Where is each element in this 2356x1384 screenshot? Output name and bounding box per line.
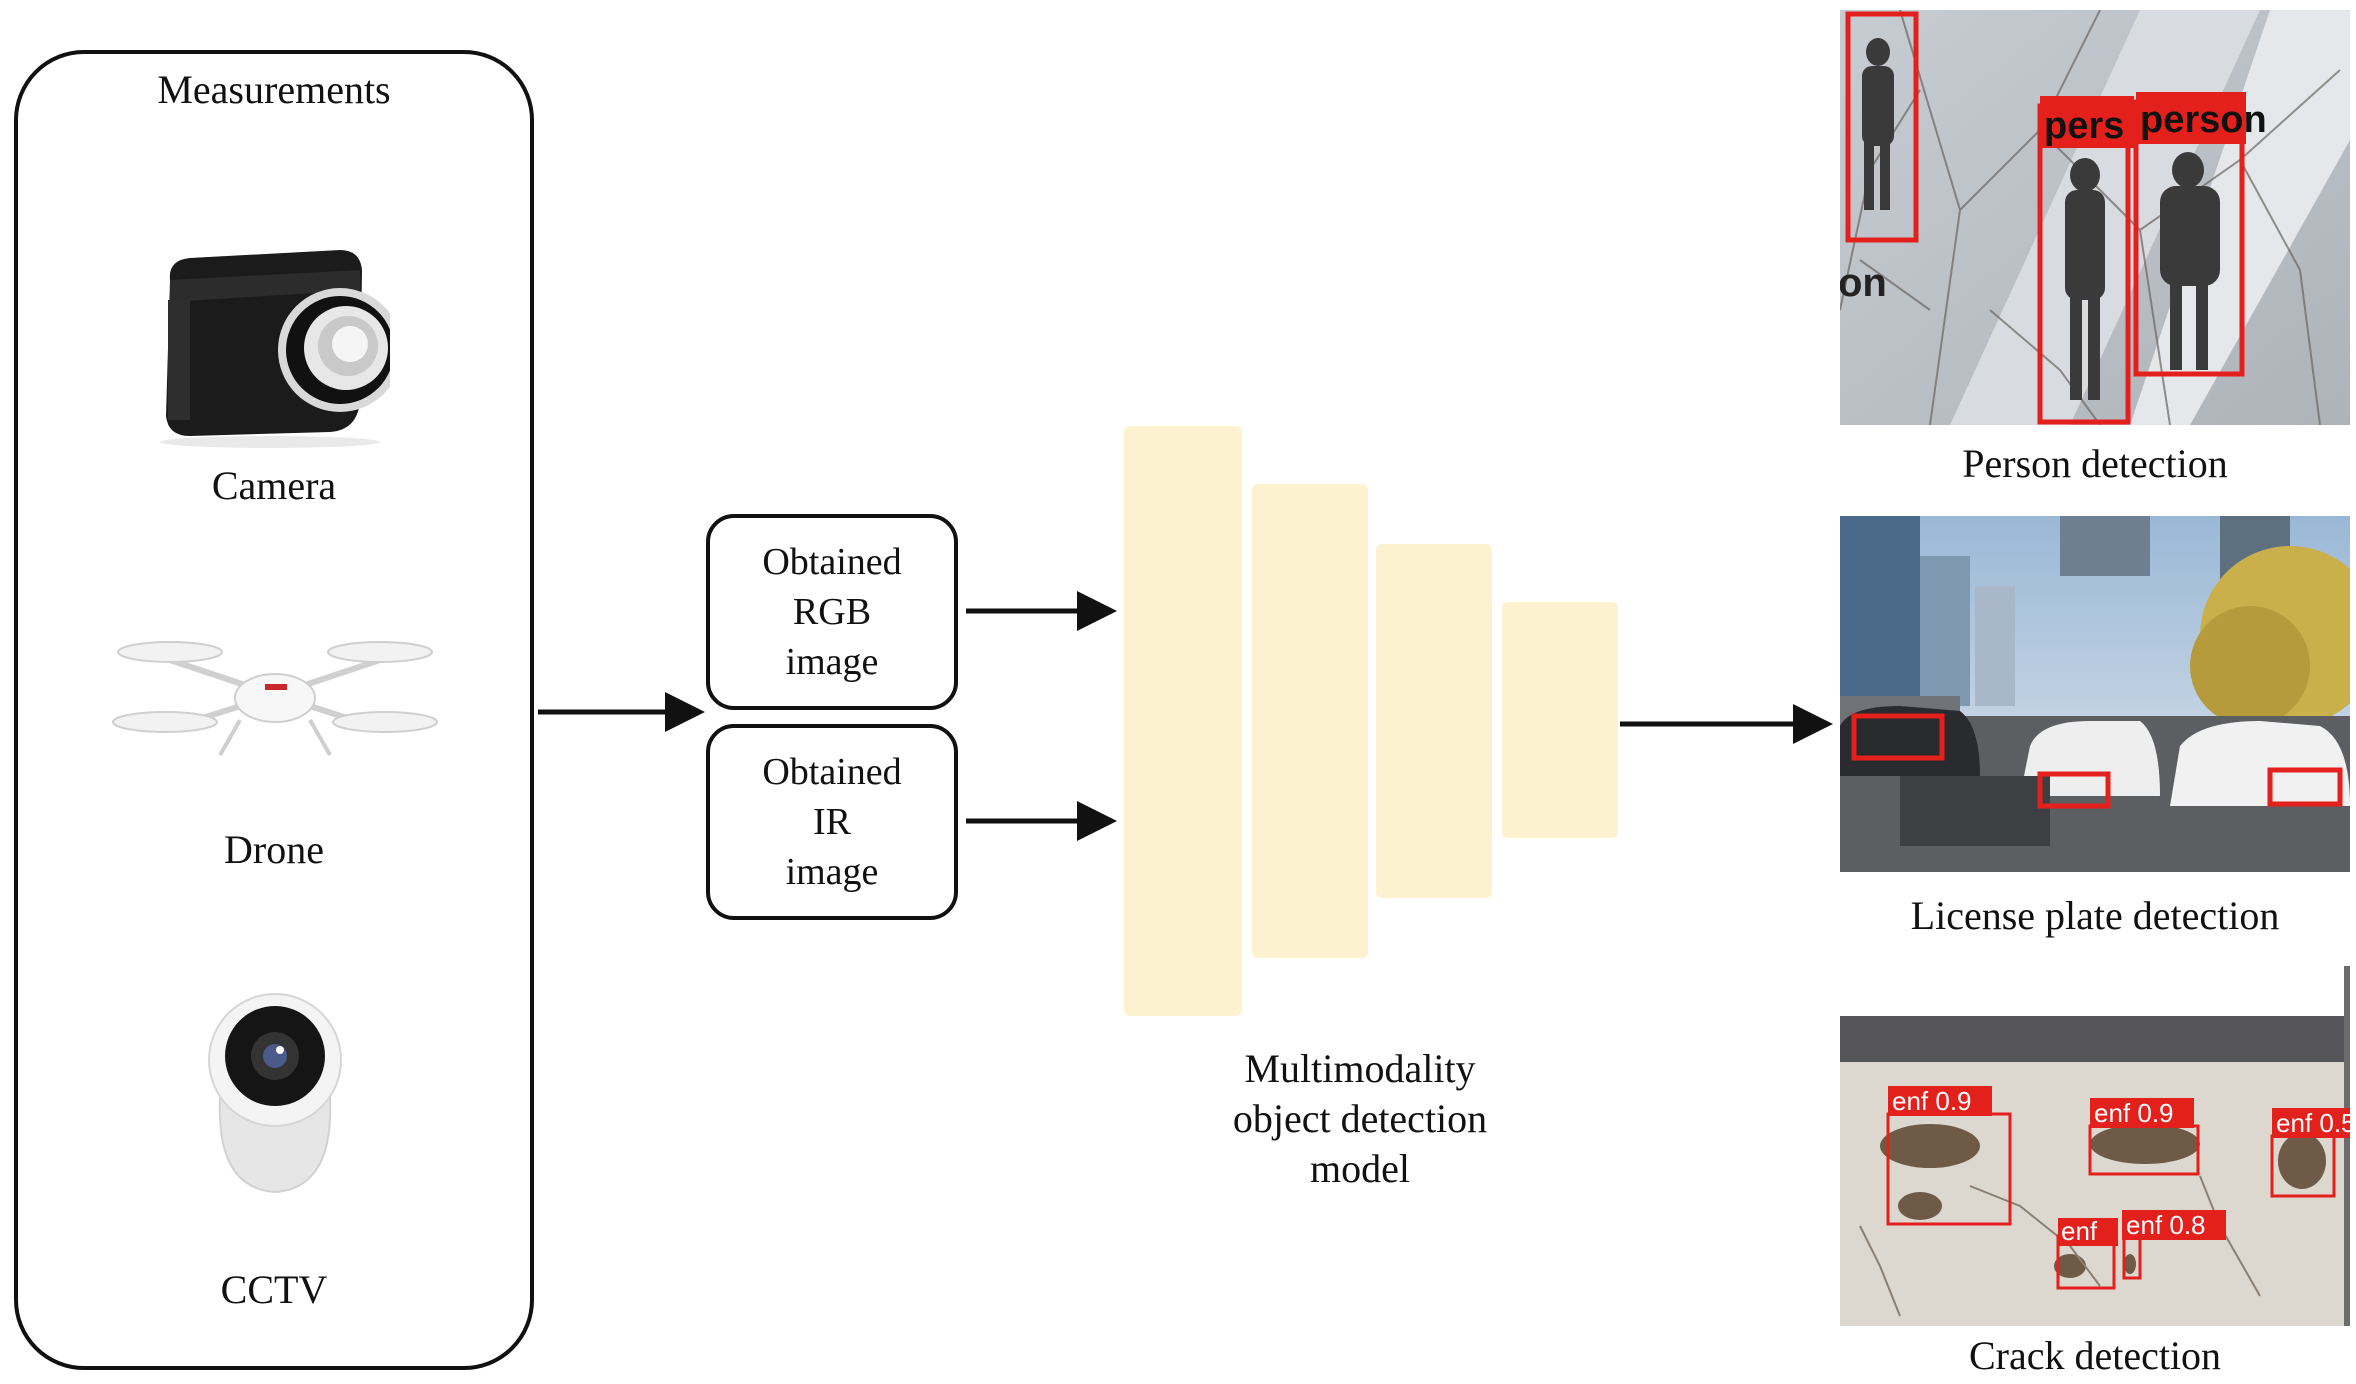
measurements-panel bbox=[14, 50, 534, 1370]
model-caption: Multimodality object detection model bbox=[1160, 1044, 1560, 1194]
person-detection-caption: Person detection bbox=[1962, 441, 2228, 486]
drone-icon bbox=[112, 641, 438, 756]
rgb-image-box: Obtained RGB image bbox=[706, 514, 958, 710]
measurements-title: Measurements bbox=[157, 67, 391, 112]
rgb-box-line-3: image bbox=[785, 641, 879, 683]
cctv-icon bbox=[208, 993, 342, 1194]
model-layer-3 bbox=[1376, 544, 1492, 898]
license-plate-detection-caption: License plate detection bbox=[1910, 893, 2280, 938]
cctv-label: CCTV bbox=[220, 1267, 328, 1312]
ir-box-line-3: image bbox=[785, 851, 879, 893]
model-caption-line-1: Multimodality bbox=[1244, 1046, 1476, 1091]
crack-box-label-5: enf bbox=[2061, 1216, 2098, 1246]
ir-box-line-2: IR bbox=[812, 801, 851, 843]
person-box-label-1: pers bbox=[2044, 105, 2124, 147]
model-layer-2 bbox=[1252, 484, 1368, 958]
rgb-box-line-2: RGB bbox=[792, 591, 872, 633]
model-caption-line-3: model bbox=[1310, 1146, 1410, 1191]
crack-box-label-1: enf 0.9 bbox=[1892, 1086, 1972, 1116]
crack-box-label-2: enf 0.9 bbox=[2094, 1098, 2174, 1128]
crack-box-label-3: enf 0.5 bbox=[2276, 1108, 2350, 1138]
person-box-label-2: person bbox=[2140, 99, 2267, 141]
drone-label: Drone bbox=[224, 827, 324, 872]
crack-box-label-4: enf 0.8 bbox=[2126, 1210, 2206, 1240]
camera-icon bbox=[160, 250, 390, 448]
license-plate-detection-image bbox=[1840, 516, 2350, 872]
crack-detection-image: enf 0.9 enf 0.9 enf 0.5 enf 0.8 enf bbox=[1840, 966, 2350, 1326]
model-layer-1 bbox=[1124, 426, 1242, 1016]
camera-label: Camera bbox=[211, 463, 337, 508]
model-caption-line-2: object detection bbox=[1232, 1096, 1488, 1141]
person-detection-image: pers person on bbox=[1840, 10, 2350, 425]
person-box-label-3: on bbox=[1840, 261, 1887, 305]
rgb-box-line-1: Obtained bbox=[762, 541, 902, 583]
crack-detection-caption: Crack detection bbox=[1968, 1333, 2222, 1378]
model-layer-4 bbox=[1502, 602, 1618, 838]
ir-image-box: Obtained IR image bbox=[706, 724, 958, 920]
ir-box-line-1: Obtained bbox=[762, 751, 902, 793]
